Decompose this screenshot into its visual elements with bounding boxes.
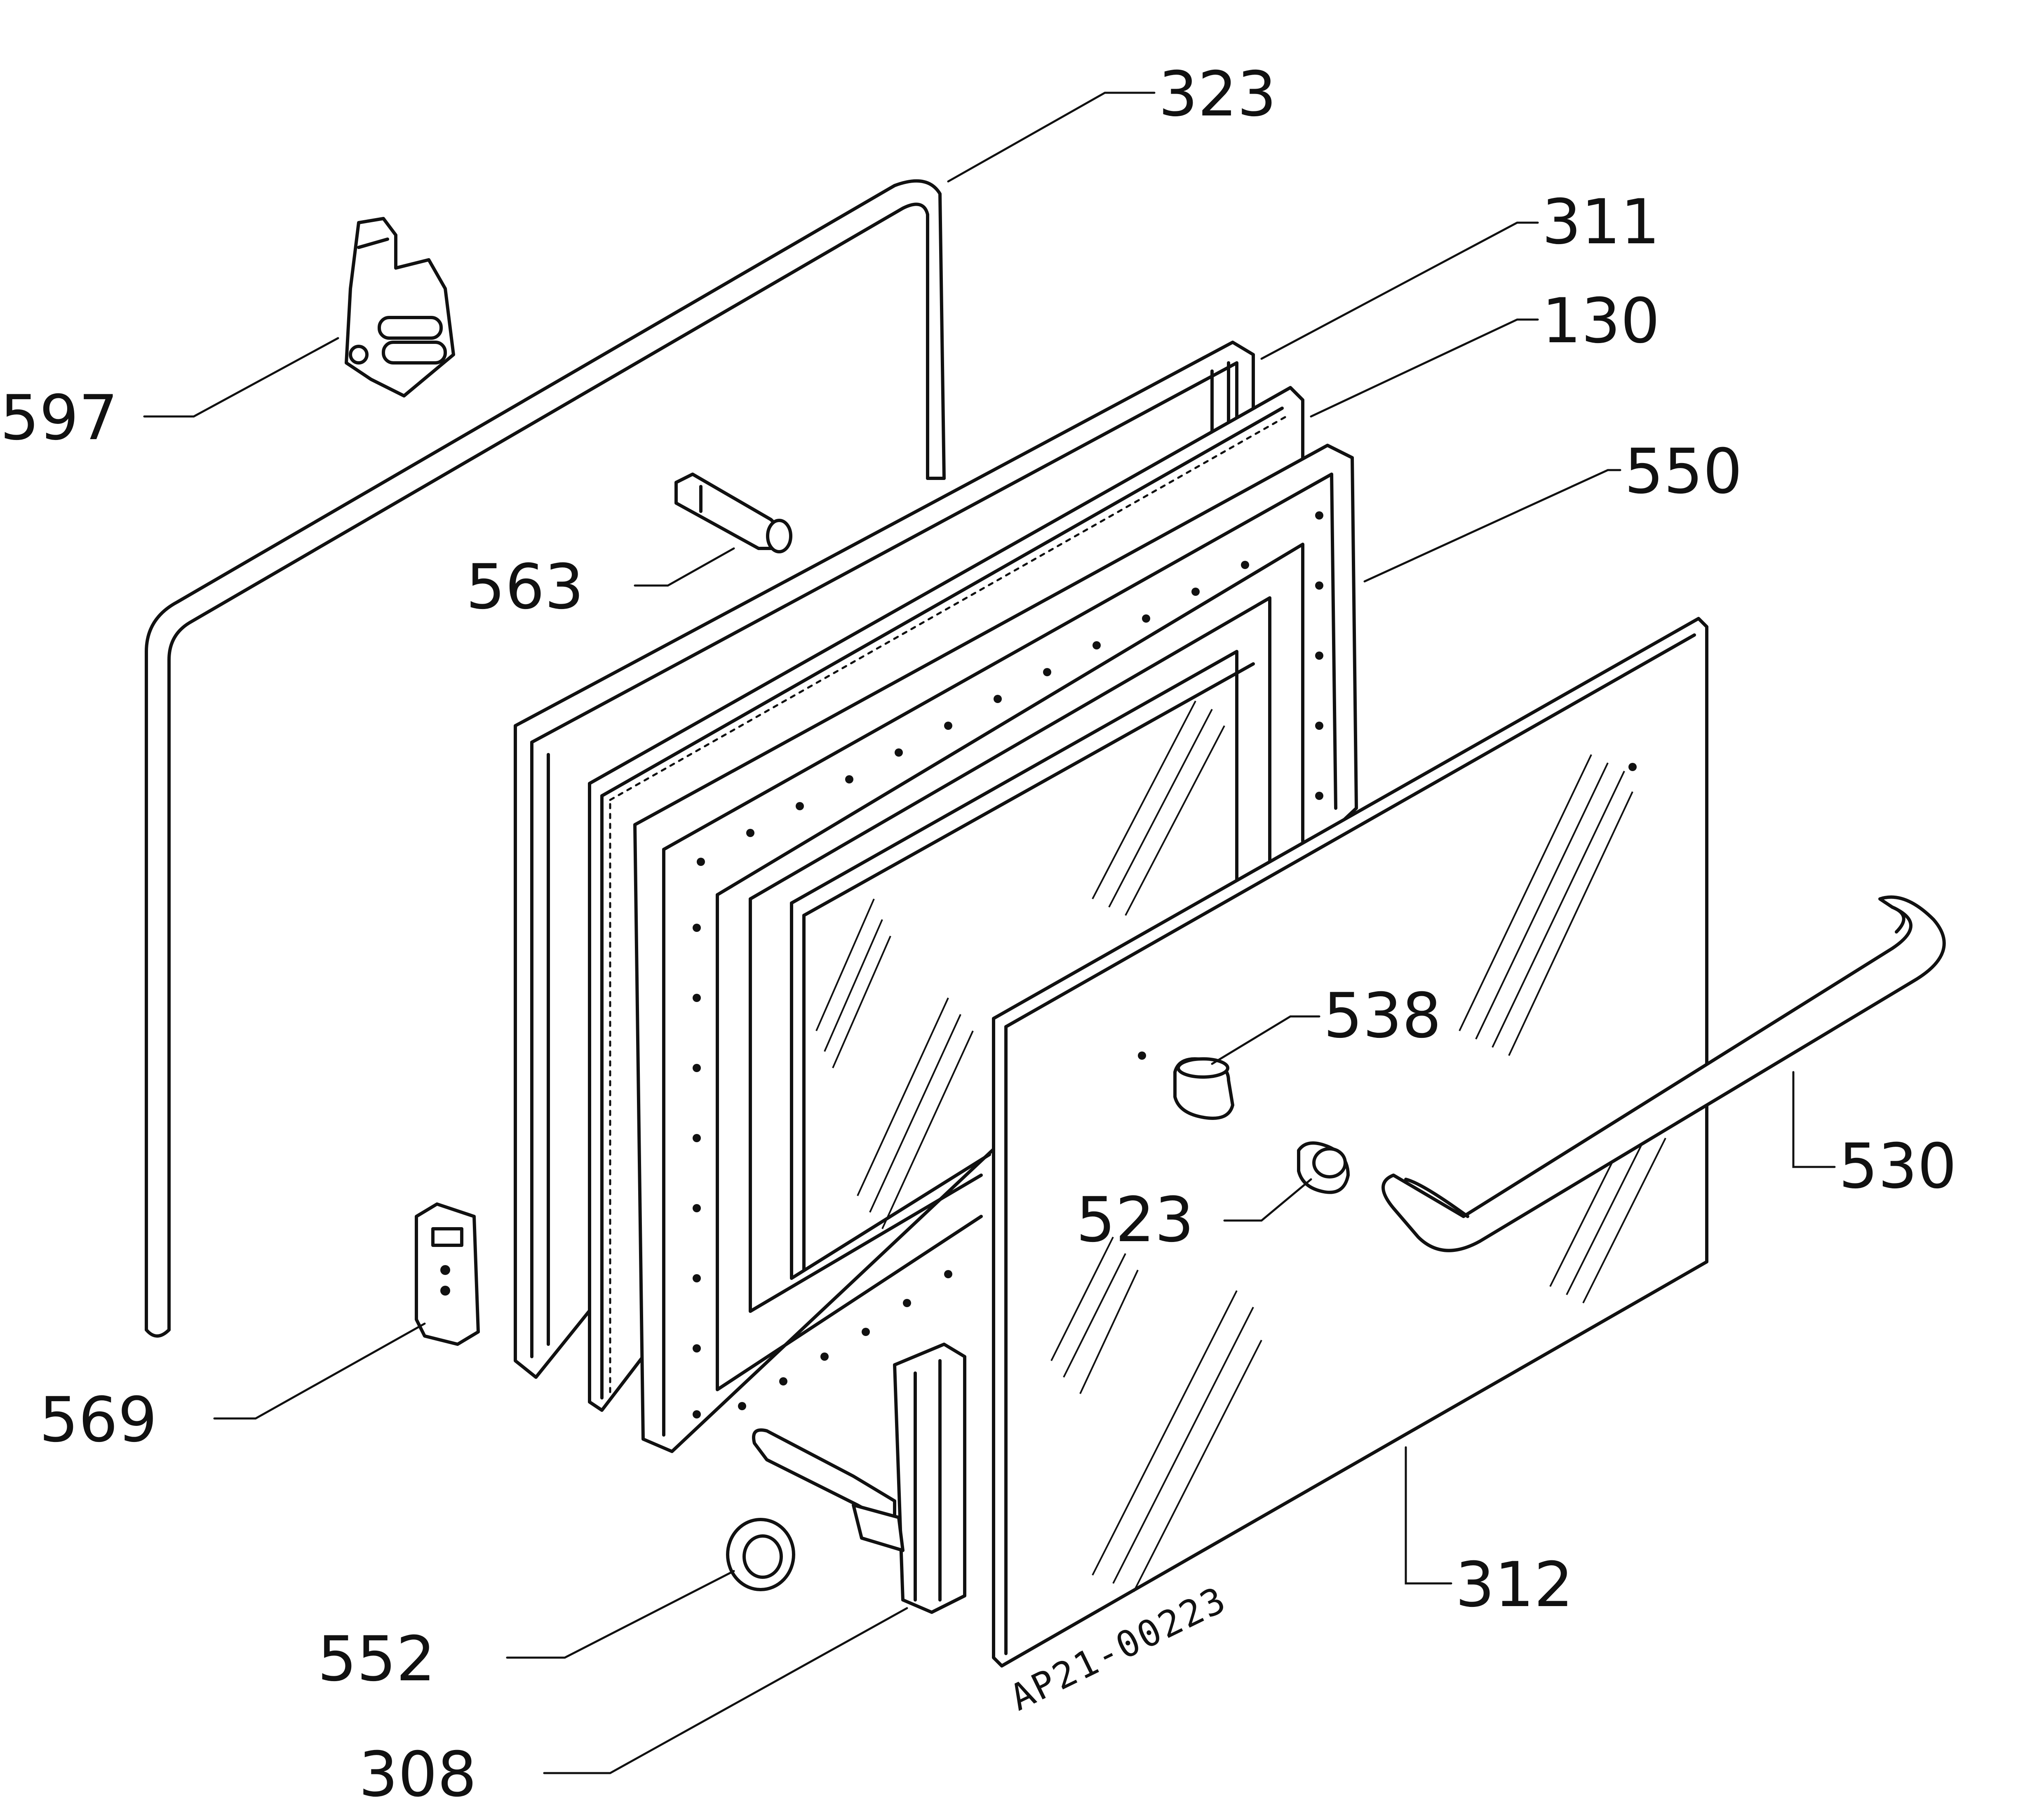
leader-323	[947, 92, 1156, 183]
leader-530	[1792, 1071, 1836, 1168]
part-label-311: 311	[1542, 186, 1660, 258]
leader-lines	[143, 92, 1836, 1774]
leader-550	[1363, 469, 1621, 583]
leader-552	[506, 1570, 735, 1659]
part-label-323: 323	[1158, 59, 1276, 130]
part-label-308: 308	[359, 1739, 477, 1797]
leader-538	[1211, 1015, 1320, 1065]
part-label-530: 530	[1839, 1131, 1957, 1202]
leader-311	[1260, 221, 1539, 360]
leader-308	[543, 1607, 908, 1774]
part-530-door-handle	[1381, 895, 1946, 1252]
part-label-312: 312	[1455, 1549, 1573, 1621]
leader-563	[634, 547, 735, 587]
part-label-597: 597	[0, 382, 118, 454]
part-323-door-seal	[145, 179, 946, 1338]
part-550-inner-glass-frame	[633, 444, 1358, 1453]
part-label-550: 550	[1624, 436, 1742, 508]
part-552-washer	[726, 1518, 795, 1591]
part-597-hinge	[345, 217, 455, 398]
part-label-538: 538	[1323, 980, 1441, 1052]
part-label-569: 569	[39, 1384, 157, 1456]
part-569-hinge-receiver	[415, 1202, 480, 1346]
part-label-523: 523	[1076, 1184, 1194, 1256]
part-538-spacer-bush	[1173, 1057, 1234, 1120]
leader-569	[213, 1322, 426, 1420]
part-312-front-glass-panel	[992, 617, 1708, 1668]
part-label-563: 563	[466, 551, 584, 623]
leader-312	[1405, 1446, 1452, 1585]
leader-130	[1310, 318, 1539, 418]
leader-597	[143, 337, 339, 418]
part-label-130: 130	[1542, 285, 1660, 357]
part-308-catch	[752, 1343, 966, 1614]
leader-523	[1223, 1178, 1312, 1222]
part-563-pin	[674, 473, 792, 553]
part-number-labels: 323 311 130 550 597 563 538 530 523 569 …	[0, 59, 1957, 1797]
part-label-552: 552	[317, 1623, 435, 1695]
